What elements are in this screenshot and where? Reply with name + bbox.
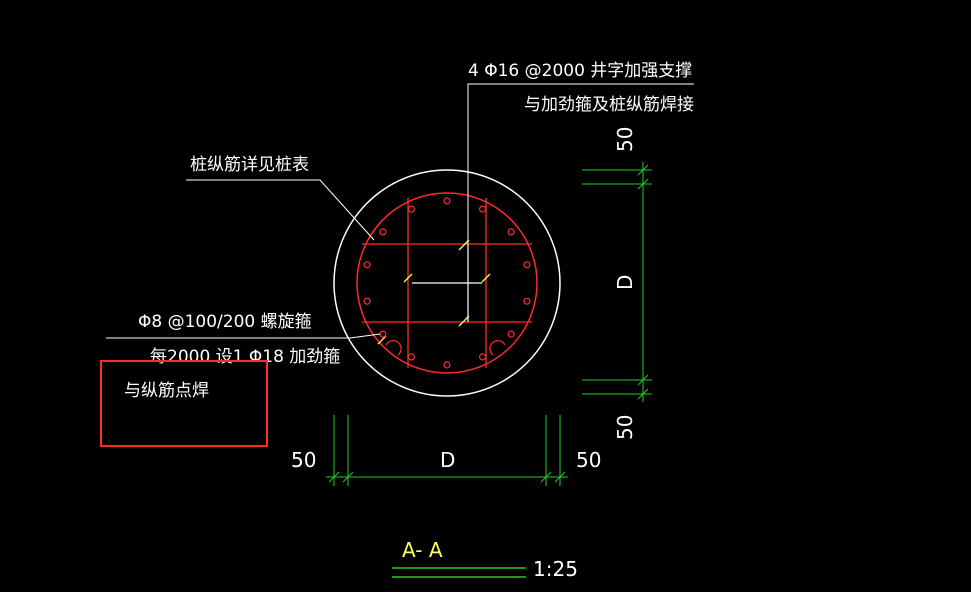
horizontal-d-dimension: D (440, 448, 455, 472)
spiral-stirrup-circle (356, 192, 538, 374)
top-annotation-line1: 4 Φ16 @2000 井字加强支撑 (468, 61, 692, 81)
top-leader-line (467, 83, 694, 244)
longitudinal-bar (379, 228, 387, 236)
longitudinal-bar (443, 197, 451, 205)
cross-bracing-grid (362, 198, 532, 368)
longitudinal-leader-line (186, 179, 375, 241)
longitudinal-bars (363, 197, 531, 369)
spiral-annotation-line2: 每2000 设1 Φ18 加劲箍 (150, 347, 340, 367)
section-label: A- A (402, 538, 443, 562)
longitudinal-bar (363, 261, 371, 269)
longitudinal-bar (363, 297, 371, 305)
spiral-leader-line (106, 333, 381, 339)
longitudinal-bar (443, 361, 451, 369)
longitudinal-bar (379, 330, 387, 338)
longitudinal-bar (407, 353, 415, 361)
longitudinal-bar (479, 353, 487, 361)
vertical-dimension (582, 162, 652, 402)
longitudinal-bar (407, 205, 415, 213)
longitudinal-bar (479, 205, 487, 213)
pile-outline-circle (333, 169, 561, 397)
stirrup-hooks (385, 340, 506, 356)
spiral-annotation-line1: Φ8 @100/200 螺旋箍 (138, 312, 312, 332)
right-cover-dimension: 50 (576, 448, 601, 472)
longitudinal-bar (523, 297, 531, 305)
left-cover-dimension: 50 (291, 448, 316, 472)
longitudinal-bar (507, 330, 515, 338)
weld-marks (377, 239, 491, 345)
spiral-annotation-line3: 与纵筋点焊 (124, 381, 209, 401)
top-annotation-line2: 与加劲箍及桩纵筋焊接 (524, 95, 694, 115)
longitudinal-annotation: 桩纵筋详见桩表 (190, 155, 309, 175)
longitudinal-bar (523, 261, 531, 269)
section-scale: 1:25 (533, 557, 578, 581)
brace-detail (412, 244, 482, 322)
vertical-d-dimension: D (613, 275, 637, 290)
highlight-selection-box[interactable] (100, 360, 268, 447)
bottom-cover-dimension: 50 (613, 415, 637, 440)
longitudinal-bar (507, 228, 515, 236)
top-cover-dimension: 50 (613, 127, 637, 152)
horizontal-dimension (326, 415, 568, 486)
